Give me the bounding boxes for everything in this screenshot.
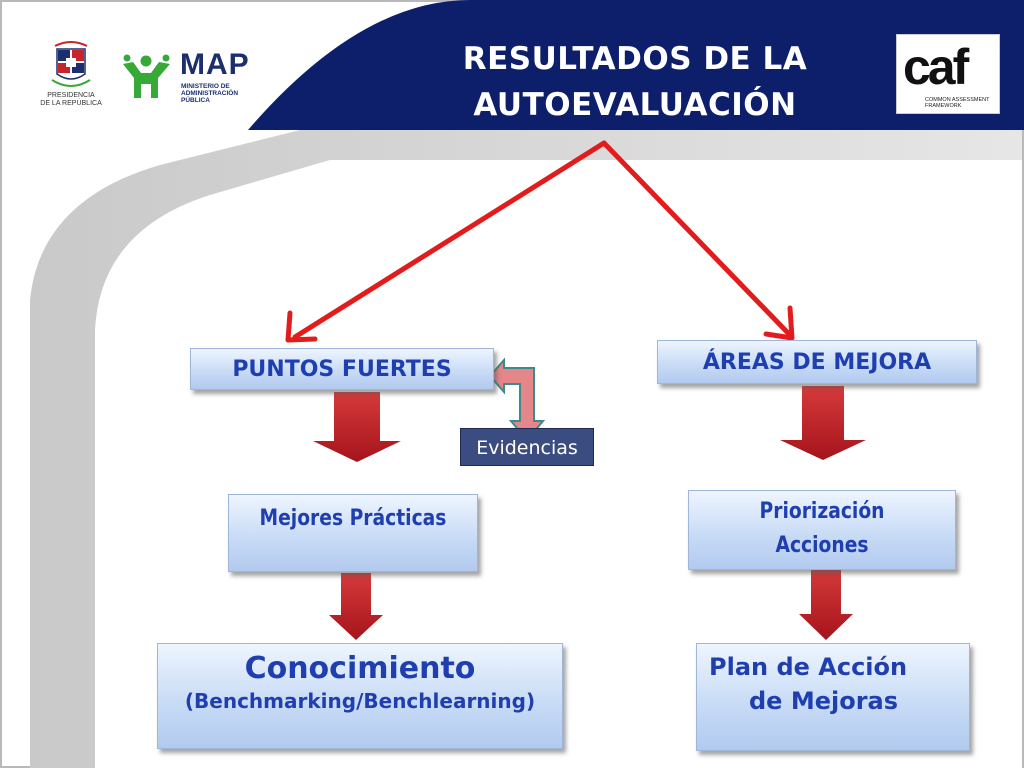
- down-arrow-left-1: [313, 392, 401, 462]
- priorizacion-box: Priorización Acciones: [688, 490, 956, 570]
- priorizacion-label: Priorización: [759, 499, 885, 524]
- benchmarking-label: (Benchmarking/Benchlearning): [184, 689, 536, 713]
- page-title: RESULTADOS DE LA AUTOEVALUACIÓN: [400, 36, 870, 128]
- evidencias-box: Evidencias: [460, 428, 594, 466]
- map-logo-subtitle: MINISTERIO DE ADMINISTRACIÓN PÚBLICA: [181, 83, 238, 104]
- caf-logo: caf COMMON ASSESSMENT FRAMEWORK: [896, 34, 1000, 114]
- caf-logo-name: caf: [903, 39, 969, 95]
- branch-arrow-left: [292, 140, 607, 340]
- mejores-practicas-label: Mejores Prácticas: [259, 506, 447, 531]
- map-logo-name: MAP: [180, 48, 250, 81]
- puntos-fuertes-box: PUNTOS FUERTES: [190, 348, 494, 390]
- down-arrow-right-2: [799, 568, 853, 640]
- conocimiento-box: Conocimiento (Benchmarking/Benchlearning…: [157, 643, 563, 749]
- branch-arrow-right-head: [763, 305, 795, 341]
- plan-de-accion-box: Plan de Acción de Mejoras: [696, 643, 970, 751]
- map-line3: PÚBLICA: [181, 97, 210, 104]
- acciones-label: Acciones: [775, 533, 869, 558]
- mejores-practicas-box: Mejores Prácticas: [228, 494, 478, 572]
- caf-logo-subtitle: COMMON ASSESSMENT FRAMEWORK: [925, 97, 997, 109]
- evidencias-label: Evidencias: [476, 437, 578, 459]
- branch-arrows: [285, 140, 795, 343]
- map-line2: ADMINISTRACIÓN: [181, 90, 239, 97]
- title-line1: RESULTADOS DE LA: [462, 41, 808, 77]
- areas-de-mejora-label: ÁREAS DE MEJORA: [702, 350, 932, 375]
- presidencia-label: PRESIDENCIA DE LA REPÚBLICA: [40, 92, 102, 108]
- down-arrow-right-1: [780, 386, 866, 460]
- de-mejoras-label: de Mejoras: [749, 687, 899, 715]
- map-line1: MINISTERIO DE: [181, 83, 230, 90]
- presidencia-shield-icon: [51, 41, 91, 87]
- branch-arrow-right: [601, 140, 791, 336]
- presidencia-line1: PRESIDENCIA: [47, 92, 95, 99]
- plan-de-accion-label: Plan de Acción: [709, 653, 908, 681]
- map-figure-icon: [123, 54, 170, 98]
- areas-de-mejora-box: ÁREAS DE MEJORA: [657, 340, 977, 384]
- branch-arrow-left-head: [285, 310, 318, 343]
- caf-line2: FRAMEWORK: [925, 103, 962, 109]
- puntos-fuertes-label: PUNTOS FUERTES: [232, 357, 452, 382]
- header-band: [248, 0, 1024, 130]
- down-arrow-left-2: [329, 573, 383, 640]
- title-line2: AUTOEVALUACIÓN: [473, 87, 797, 123]
- conocimiento-label: Conocimiento: [244, 651, 476, 686]
- caf-line1: COMMON ASSESSMENT: [925, 97, 990, 103]
- presidencia-line2: DE LA REPÚBLICA: [40, 100, 102, 107]
